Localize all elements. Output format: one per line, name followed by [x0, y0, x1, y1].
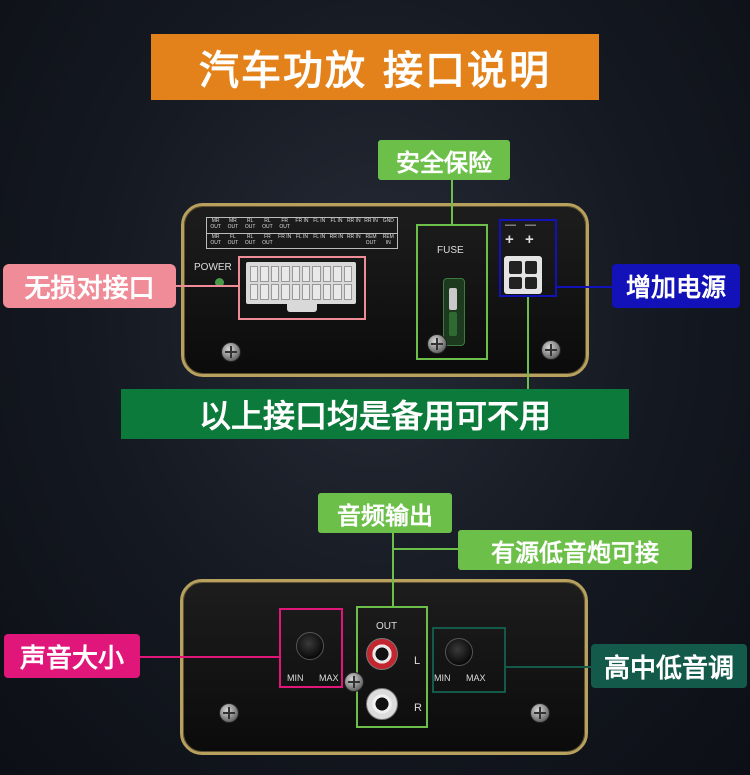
- connector-pin: [343, 266, 352, 282]
- audio-out-leader-line: [392, 533, 394, 606]
- connector-pin: [312, 266, 321, 282]
- connector-pin: [312, 284, 321, 300]
- right-channel-label: R: [414, 702, 422, 714]
- power-pin: [524, 261, 537, 274]
- pin-label: FL OUT: [227, 233, 239, 246]
- plus-sign: +: [505, 231, 514, 248]
- volume-leader-line: [140, 656, 279, 658]
- fuse-callout: 安全保险: [378, 140, 510, 180]
- fuse-frame: [416, 224, 488, 360]
- pin-label: REM OUT: [365, 233, 377, 246]
- power-pin: [509, 261, 522, 274]
- lossless-connector: [246, 262, 356, 304]
- volume-callout: 声音大小: [4, 634, 140, 678]
- pin-label: RR IN: [346, 218, 361, 224]
- audio-out-callout: 音频输出: [318, 493, 452, 533]
- volume-knob[interactable]: [296, 632, 324, 660]
- eq-knob[interactable]: [445, 638, 473, 666]
- connector-pin: [260, 284, 269, 300]
- left-channel-label: L: [414, 655, 421, 667]
- connector-pin: [281, 266, 290, 282]
- connector-pin: [291, 284, 300, 300]
- connector-pin: [322, 284, 332, 300]
- pin-label: REM IN: [382, 233, 394, 246]
- power-callout: 增加电源: [612, 264, 740, 308]
- pin-label-strip: MR OUT MR OUT RL OUT RL OUT FR OUT FR IN…: [206, 217, 398, 249]
- note-banner: 以上接口均是备用可不用: [121, 389, 629, 439]
- connector-pin: [270, 284, 280, 300]
- pin-label: RL OUT: [244, 218, 256, 230]
- connector-pin: [250, 284, 259, 300]
- pin-label: FR OUT: [279, 218, 290, 230]
- eq-callout: 高中低音调: [591, 644, 747, 688]
- page-title: 汽车功放 接口说明: [151, 34, 599, 100]
- connector-pin: [291, 266, 300, 282]
- pin-label: MR OUT: [210, 218, 221, 230]
- screw: [541, 340, 561, 360]
- connector-pin: [333, 266, 342, 282]
- screw: [219, 703, 239, 723]
- pin-label: MR OUT: [227, 218, 239, 230]
- pin-label: FL IN: [330, 218, 343, 224]
- connector-pin: [301, 284, 311, 300]
- subwoofer-leader-line: [392, 548, 458, 550]
- connector-pin: [322, 266, 332, 282]
- lossless-leader-line: [176, 285, 238, 287]
- eq-leader-line: [506, 666, 591, 668]
- connector-pin: [301, 266, 311, 282]
- note-leader-line: [527, 297, 529, 389]
- volume-frame: [279, 608, 343, 688]
- pin-label: FR IN: [295, 218, 309, 224]
- connector-pin: [260, 266, 269, 282]
- audio-out-frame: [356, 606, 428, 728]
- pin-label: FR OUT: [262, 233, 273, 246]
- pin-label: FL IN: [313, 218, 326, 224]
- pin-label: RL OUT: [262, 218, 273, 230]
- power-pin: [524, 276, 537, 289]
- power-label: POWER: [194, 262, 232, 273]
- connector-pin: [250, 266, 259, 282]
- power-pin: [509, 276, 522, 289]
- pin-label: GND: [382, 218, 394, 224]
- subwoofer-callout: 有源低音炮可接: [458, 530, 692, 570]
- min-label: MIN: [434, 673, 451, 683]
- minus-sign: —: [505, 219, 516, 231]
- power-leader-line: [557, 286, 612, 288]
- pin-label: RR IN: [346, 233, 361, 240]
- screw: [344, 672, 364, 692]
- fuse-leader-line: [451, 180, 453, 224]
- pin-label: FL IN: [313, 233, 326, 240]
- power-connector: [504, 256, 542, 294]
- minus-sign: —: [525, 219, 536, 231]
- connector-pin: [333, 284, 342, 300]
- lossless-callout: 无损对接口: [3, 264, 176, 308]
- connector-pin: [281, 284, 290, 300]
- connector-pin: [343, 284, 352, 300]
- min-label: MIN: [287, 673, 304, 683]
- screw: [221, 342, 241, 362]
- eq-frame: [432, 627, 506, 693]
- fuse-label: FUSE: [437, 245, 464, 256]
- connector-pin: [270, 266, 280, 282]
- plus-sign: +: [525, 231, 534, 248]
- pin-label: RR IN: [329, 233, 344, 240]
- rca-right-jack: [366, 688, 398, 720]
- pin-label: MR OUT: [210, 233, 221, 246]
- max-label: MAX: [319, 673, 339, 683]
- out-label: OUT: [376, 621, 398, 632]
- power-led: [215, 278, 224, 287]
- fuse-element: [449, 312, 457, 336]
- pin-label: RR IN: [364, 218, 378, 224]
- rca-left-jack: [366, 638, 398, 670]
- lossless-port-frame: [238, 256, 366, 320]
- max-label: MAX: [466, 673, 486, 683]
- pin-label: FR IN: [278, 233, 292, 240]
- pin-label: RL OUT: [244, 233, 256, 246]
- screw: [530, 703, 550, 723]
- power-port-frame: [499, 219, 557, 297]
- connector-latch: [287, 300, 317, 312]
- pin-label: FL IN: [295, 233, 308, 240]
- screw: [427, 334, 447, 354]
- fuse-element: [449, 288, 457, 310]
